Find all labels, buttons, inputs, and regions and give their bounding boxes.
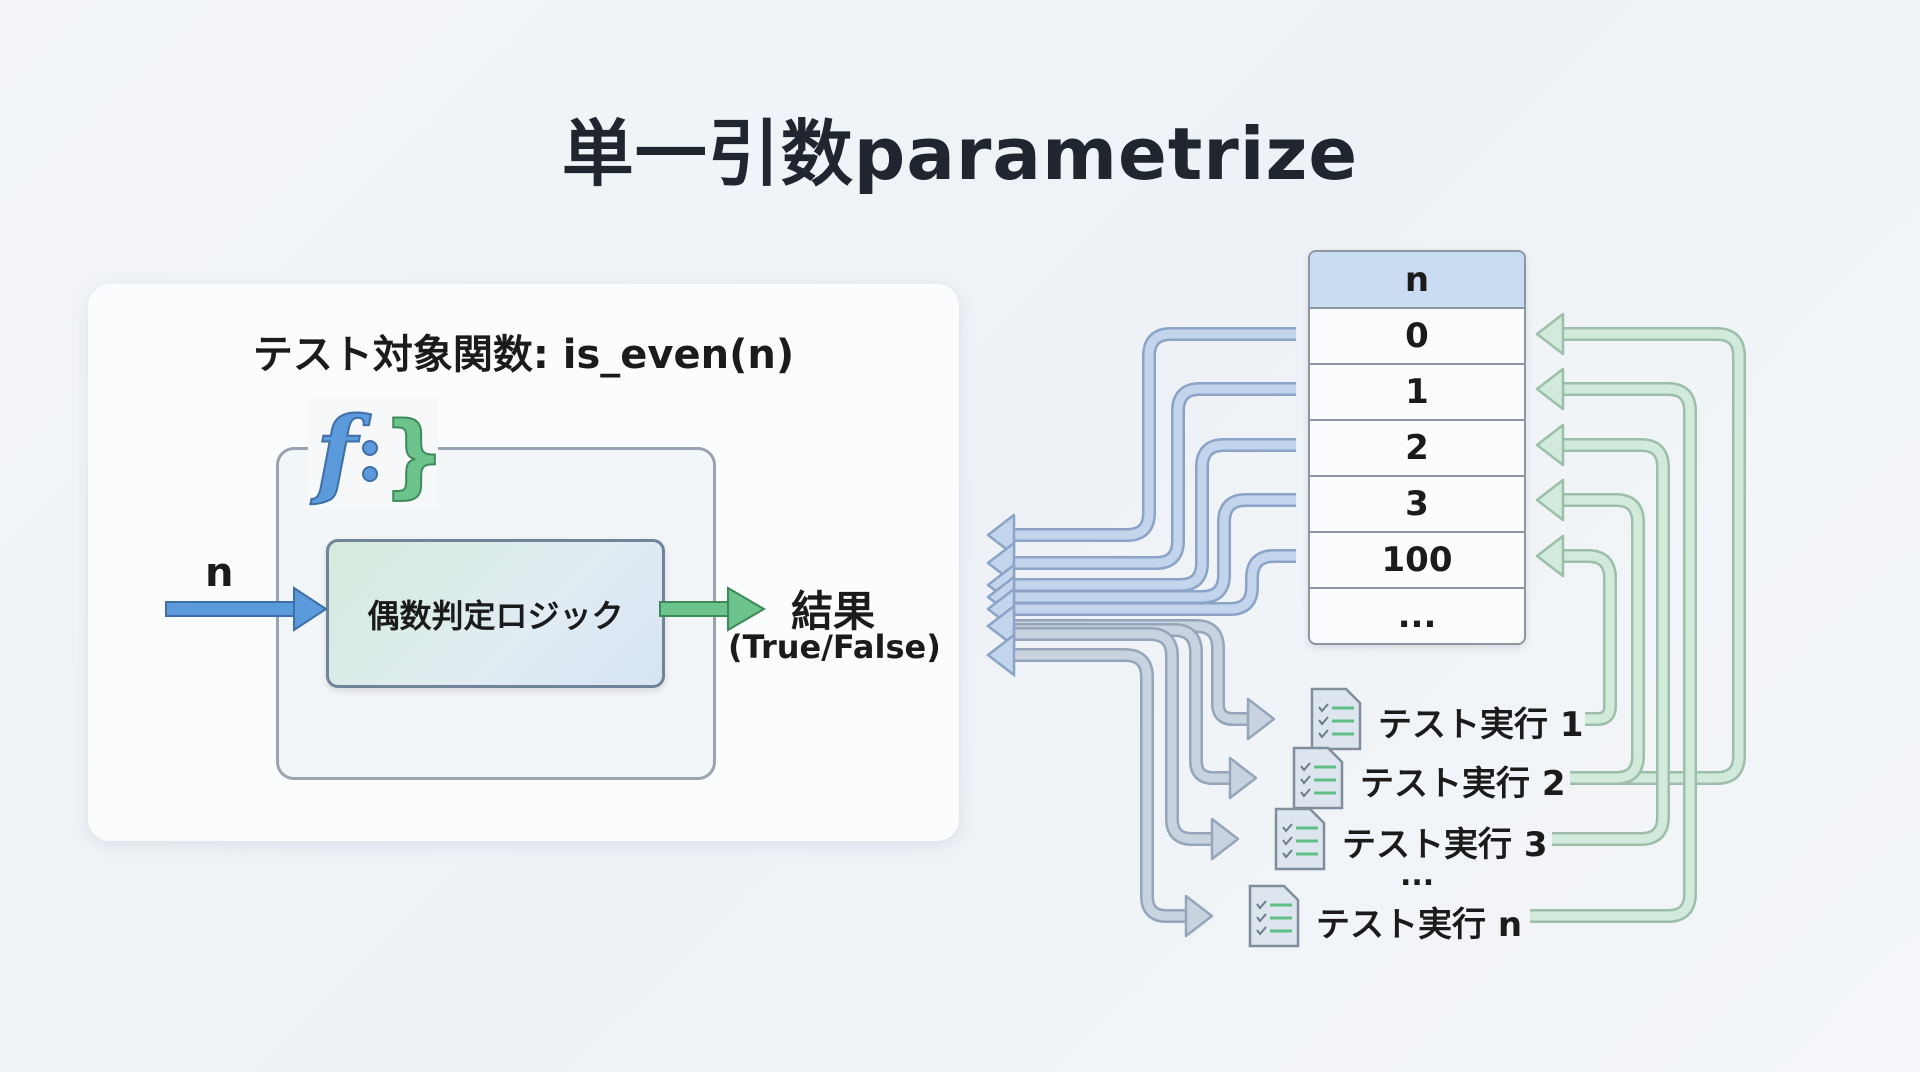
test-runs-ellipsis: ... [1400, 858, 1435, 893]
check-icon [1300, 788, 1311, 798]
run-to-value-pipe [1563, 495, 1643, 783]
document-checklist-icon [1310, 687, 1362, 751]
param-table: n 0 1 2 3 100 ... [1308, 250, 1526, 645]
test-run-2: テスト実行 2 [1360, 756, 1566, 805]
param-value: 2 [1310, 419, 1524, 475]
arrow-head-icon [1535, 312, 1565, 356]
function-to-run-pipe [1010, 621, 1248, 724]
check-icon [1318, 703, 1329, 713]
check-icon [1256, 913, 1267, 923]
run-to-value-pipe [1530, 384, 1695, 921]
check-icon [1318, 716, 1329, 726]
document-checklist-icon [1248, 884, 1300, 948]
param-value: 1 [1310, 363, 1524, 419]
arrow-head-icon [1184, 894, 1214, 938]
input-arrow [165, 601, 297, 617]
value-to-function-pipe [1014, 329, 1296, 540]
test-run-3: テスト実行 3 [1342, 817, 1548, 866]
check-icon [1318, 729, 1329, 739]
param-table-header: n [1310, 252, 1524, 307]
test-run-n: テスト実行 n [1316, 897, 1522, 946]
arrow-head-icon [1246, 697, 1276, 741]
param-value: 0 [1310, 307, 1524, 363]
param-value: 3 [1310, 475, 1524, 531]
logic-label: 偶数判定ロジック [367, 596, 624, 635]
value-to-function-pipe [1014, 440, 1296, 590]
run-to-value-pipe [1563, 329, 1744, 783]
arrow-head-icon [985, 603, 1016, 649]
document-checklist-icon [1292, 746, 1344, 810]
check-icon [1256, 900, 1267, 910]
function-to-run-pipe [1010, 629, 1212, 844]
test-run-label: テスト実行 1 [1378, 705, 1584, 745]
arrow-head-icon [1210, 817, 1240, 861]
input-arrow-head-icon [293, 586, 328, 632]
run-to-value-pipe-outline [1563, 549, 1617, 726]
result-label: 結果 [790, 587, 875, 636]
value-to-function-pipe [1014, 551, 1296, 614]
arrow-head-icon [1228, 756, 1258, 800]
check-icon [1282, 836, 1293, 846]
arrow-head-icon [1535, 423, 1565, 467]
document-checklist-icon [1274, 807, 1326, 871]
arrow-head-icon [1535, 534, 1565, 578]
output-arrow-head-icon [727, 586, 766, 632]
function-braces-icon: f } [308, 395, 447, 510]
output-arrow [659, 601, 731, 617]
run-to-value-pipe [1563, 551, 1615, 724]
function-to-run-pipe [1010, 650, 1186, 921]
result-sub-label: (True/False) [728, 628, 941, 666]
arrow-head-icon [985, 632, 1016, 678]
check-icon [1282, 823, 1293, 833]
value-to-function-pipe [1014, 384, 1296, 568]
param-value: 100 [1310, 531, 1524, 587]
run-to-value-pipe [1552, 440, 1668, 844]
function-to-run-pipe-outline [1010, 627, 1212, 846]
function-panel-title: テスト対象関数: is_even(n) [252, 332, 795, 378]
function-to-run-pipe-outline [1010, 648, 1186, 923]
arrow-head-icon [1535, 367, 1565, 411]
svg-text:}: } [382, 403, 438, 508]
test-run-label: テスト実行 3 [1342, 825, 1548, 865]
function-to-run-pipe [1010, 625, 1230, 783]
arrow-head-icon [1535, 478, 1565, 522]
test-run-label: テスト実行 n [1316, 905, 1523, 945]
input-label: n [205, 550, 234, 596]
value-to-function-pipe [1014, 495, 1296, 602]
check-icon [1282, 849, 1293, 859]
check-icon [1300, 762, 1311, 772]
test-run-1: テスト実行 1 [1378, 697, 1584, 746]
check-icon [1256, 926, 1267, 936]
param-value: ... [1310, 587, 1524, 643]
check-icon [1300, 775, 1311, 785]
arrow-head-icon [986, 513, 1016, 557]
page-title: 単一引数parametrize [561, 112, 1359, 196]
test-run-label: テスト実行 2 [1360, 764, 1566, 804]
